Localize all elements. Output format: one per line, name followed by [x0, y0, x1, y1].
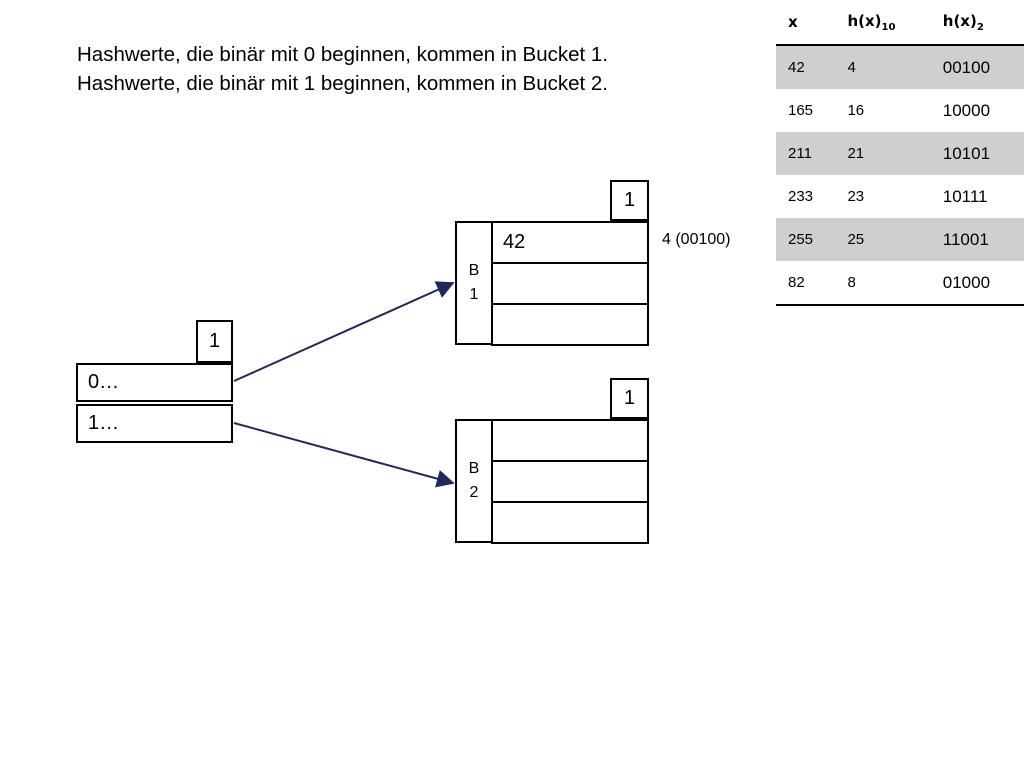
header-x: x	[776, 0, 836, 46]
cell-h10: 16	[847, 102, 865, 119]
table-row: 42 4 00100	[776, 45, 1024, 89]
bucket-1-label-number: 1	[469, 286, 479, 303]
bucket-2-label-number: 2	[469, 484, 479, 501]
cell-h2: 10101	[930, 132, 1024, 175]
table-row: 82 8 01000	[776, 261, 1024, 306]
intro-text: Hashwerte, die binär mit 0 beginnen, kom…	[77, 40, 608, 98]
cell-x: 233	[788, 188, 814, 205]
hash-table: x h(x)10 h(x)2 42 4 00100 165 16 10000 2…	[776, 0, 1024, 306]
arrow-to-bucket-1	[233, 281, 455, 382]
cell-h2: 11001	[930, 218, 1024, 261]
global-depth-value: 1	[208, 330, 221, 352]
table-row: 233 23 10111	[776, 175, 1024, 218]
cell-h10: 4	[835, 45, 931, 89]
cell-x: 165	[788, 102, 814, 119]
table-row: 255 25 11001	[776, 218, 1024, 261]
cell-h10: 8	[835, 261, 931, 306]
bucket-1-label: B 1	[455, 221, 493, 345]
cell-h2: 00100	[930, 45, 1024, 89]
bucket-1-slot-1	[491, 262, 649, 305]
cell-h10: 25	[835, 218, 931, 261]
cell-h2: 10111	[942, 186, 988, 206]
bucket-2-local-depth: 1	[623, 387, 636, 409]
hash-table-header: x h(x)10 h(x)2	[776, 0, 1024, 46]
cell-h2: 10000	[942, 100, 991, 120]
arrow-to-bucket-2	[233, 422, 455, 488]
cell-h10: 21	[835, 132, 931, 175]
header-h10: h(x)10	[835, 0, 931, 46]
cell-h2: 01000	[930, 261, 1024, 306]
directory-entry-0: 0…	[76, 363, 233, 402]
bucket-2-label: B 2	[455, 419, 493, 543]
table-row: 165 16 10000	[776, 89, 1024, 132]
bucket-2-slot-0	[491, 419, 649, 462]
bucket-2-slot-2	[491, 501, 649, 544]
cell-x: 82	[776, 261, 836, 306]
bucket-1-local-depth: 1	[623, 189, 636, 211]
bucket-2-slot-1	[491, 460, 649, 503]
table-row: 211 21 10101	[776, 132, 1024, 175]
bucket-2-local-depth-box: 1	[610, 378, 649, 419]
bucket-1-slot-2	[491, 303, 649, 346]
cell-x: 255	[776, 218, 836, 261]
intro-line-1: Hashwerte, die binär mit 0 beginnen, kom…	[77, 43, 608, 66]
cell-h10: 23	[847, 188, 865, 205]
bucket-1-slot-0: 42	[491, 221, 649, 264]
header-h2: h(x)2	[930, 0, 1024, 46]
intro-line-2: Hashwerte, die binär mit 1 beginnen, kom…	[77, 72, 608, 95]
cell-x: 42	[776, 45, 836, 89]
cell-x: 211	[776, 132, 836, 175]
directory-entry-1: 1…	[76, 404, 233, 443]
bucket-1-label-letter: B	[468, 262, 480, 279]
bucket-2-label-letter: B	[468, 460, 480, 477]
bucket-1-local-depth-box: 1	[610, 180, 649, 221]
hash-value-note: 4 (00100)	[662, 231, 731, 248]
global-depth-box: 1	[196, 320, 233, 363]
